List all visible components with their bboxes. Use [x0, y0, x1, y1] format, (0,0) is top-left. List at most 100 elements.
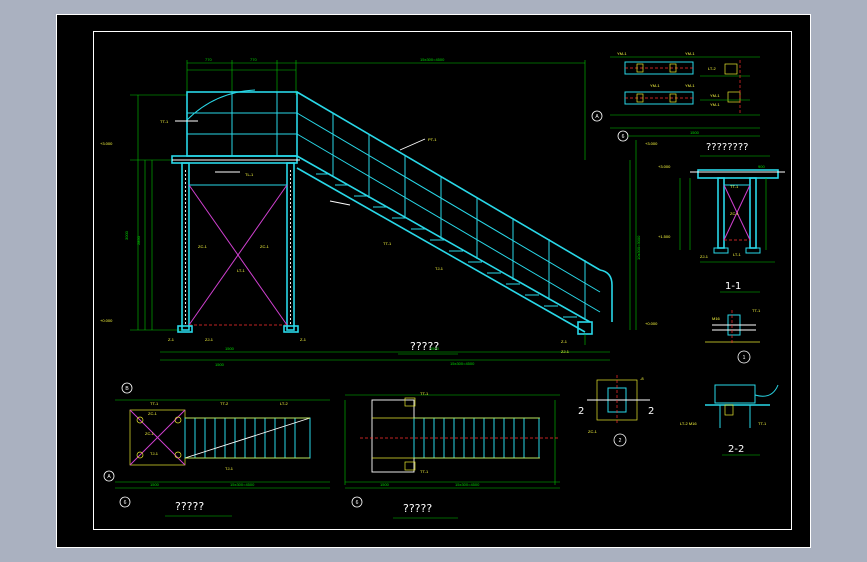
- axis-bubble-b-plan1: [121, 382, 133, 394]
- svg-text:A: A: [595, 114, 599, 120]
- svg-text:TT-1: TT-1: [420, 469, 429, 474]
- svg-text:15x300=4500: 15x300=4500: [450, 361, 475, 366]
- svg-text:2850: 2850: [136, 235, 141, 245]
- svg-text:ZJ-1: ZJ-1: [205, 337, 214, 342]
- svg-text:+3.000: +3.000: [658, 164, 671, 169]
- svg-text:4500: 4500: [430, 346, 440, 351]
- detail-2-bubble: [613, 433, 627, 447]
- svg-text:1500: 1500: [225, 346, 235, 351]
- svg-text:TT-1: TT-1: [160, 119, 169, 124]
- svg-text:Z-1: Z-1: [300, 337, 307, 342]
- svg-text:ZC-1: ZC-1: [145, 431, 155, 436]
- sheet-border: [56, 14, 811, 548]
- plan-view-2-title: ?????: [403, 502, 432, 515]
- main-elevation: 770 770 15x300=4500 +3.000 +0.000 3000 2…: [100, 57, 658, 367]
- svg-text:2: 2: [648, 406, 654, 417]
- stair-stringer-top: [296, 155, 591, 323]
- svg-text:YM-1: YM-1: [710, 102, 720, 107]
- svg-text:ZC-1: ZC-1: [588, 429, 598, 434]
- svg-text:TJ-1: TJ-1: [150, 451, 159, 456]
- svg-text:6: 6: [124, 500, 127, 506]
- svg-text:TT-1: TT-1: [420, 391, 429, 396]
- svg-text:6: 6: [356, 500, 359, 506]
- svg-text:6: 6: [622, 134, 625, 140]
- svg-text:2: 2: [578, 406, 584, 417]
- svg-text:YM-1: YM-1: [617, 51, 627, 56]
- svg-text:15x300=4500: 15x300=4500: [420, 57, 445, 62]
- svg-text:1: 1: [743, 355, 746, 361]
- axis-bubble-a-top: [591, 110, 603, 122]
- svg-text:TT-1: TT-1: [758, 421, 767, 426]
- section-1-1: ???????? +3.000 +1.500 900 TT-1 ZC-1 LT-…: [658, 142, 785, 293]
- svg-text:15x300=4500: 15x300=4500: [230, 482, 255, 487]
- svg-text:ZC-1: ZC-1: [198, 244, 208, 249]
- svg-text:Z-1: Z-1: [561, 339, 568, 344]
- axis-bubble-a-plan1: [103, 470, 115, 482]
- section-title: ????????: [706, 142, 748, 153]
- svg-text:+3.000: +3.000: [100, 141, 113, 146]
- svg-text:1500: 1500: [215, 362, 225, 367]
- section-2-2-label: 2-2: [728, 444, 744, 455]
- svg-text:3000: 3000: [124, 230, 129, 240]
- svg-text:TT-1: TT-1: [383, 241, 392, 246]
- svg-text:1500: 1500: [380, 482, 390, 487]
- svg-text:LT-1: LT-1: [237, 268, 245, 273]
- svg-text:TJ-1: TJ-1: [225, 466, 234, 471]
- svg-text:ZJ-1: ZJ-1: [700, 254, 709, 259]
- section-2-2: LT-2 M16 TT-1 2-2: [680, 384, 779, 456]
- svg-text:+1.500: +1.500: [658, 234, 671, 239]
- svg-text:LT-2 M16: LT-2 M16: [680, 421, 697, 426]
- svg-text:TT-2: TT-2: [220, 401, 229, 406]
- svg-text:YM-1: YM-1: [685, 83, 695, 88]
- svg-text:15x300=4500: 15x300=4500: [455, 482, 480, 487]
- section-1-1-label: 1-1: [725, 281, 741, 292]
- base-plate-left: [177, 325, 193, 333]
- svg-text:-8: -8: [640, 376, 644, 381]
- svg-text:+0.000: +0.000: [645, 321, 658, 326]
- stair-treads: [316, 173, 577, 318]
- svg-text:2: 2: [619, 438, 622, 444]
- drawing-sheet: [56, 14, 811, 548]
- svg-text:TT-1: TT-1: [752, 308, 761, 313]
- svg-text:ZC-1: ZC-1: [730, 211, 740, 216]
- svg-text:LT-2: LT-2: [708, 66, 716, 71]
- svg-text:1500: 1500: [690, 130, 700, 135]
- plan-view-1-title: ?????: [175, 500, 204, 513]
- svg-text:Z-1: Z-1: [168, 337, 175, 342]
- svg-text:900: 900: [758, 164, 765, 169]
- svg-text:770: 770: [250, 57, 257, 62]
- bracing-diagonal-2: [188, 184, 288, 326]
- svg-text:+3.000: +3.000: [645, 141, 658, 146]
- svg-text:ZJ-1: ZJ-1: [561, 349, 570, 354]
- svg-text:770: 770: [205, 57, 212, 62]
- svg-text:ZC-1: ZC-1: [260, 244, 270, 249]
- detail-1-bubble: [737, 350, 751, 364]
- svg-text:A: A: [107, 474, 111, 480]
- svg-text:1500: 1500: [150, 482, 160, 487]
- svg-text:YM-1: YM-1: [650, 83, 660, 88]
- svg-text:TJ-1: TJ-1: [435, 266, 444, 271]
- main-elevation-title: ?????: [410, 340, 439, 353]
- svg-text:10x300=3000: 10x300=3000: [636, 235, 641, 260]
- stair-stringer-bottom: [296, 167, 586, 333]
- svg-text:M16: M16: [712, 316, 721, 321]
- svg-text:YM-1: YM-1: [685, 51, 695, 56]
- base-plate-right: [283, 325, 299, 333]
- detail-2: 2 2 ZC-1 -8 2: [578, 375, 654, 447]
- axis-bubble-c-plan2: [351, 496, 363, 508]
- top-plan-detail: YM-1 YM-1 LT-2 YM-1 YM-1 YM-1 YM-1 A 6 1…: [591, 51, 760, 142]
- svg-text:+0.000: +0.000: [100, 318, 113, 323]
- detail-1: TT-1 M16 1: [705, 308, 761, 364]
- svg-text:LT-1: LT-1: [733, 252, 741, 257]
- plan-view-1: TT-1 ZC-1 ZC-1 TT-2 LT-2 TJ-1 TJ-1 15x30…: [103, 382, 330, 517]
- svg-text:LT-2: LT-2: [280, 401, 288, 406]
- title-frame: [93, 31, 792, 530]
- svg-text:TL-1: TL-1: [245, 172, 254, 177]
- plan-view-2: TT-1 TT-1 15x300=4500 1500 6 ?????: [344, 391, 560, 519]
- axis-bubble-c-plan1: [119, 496, 131, 508]
- svg-text:TT-1: TT-1: [150, 401, 159, 406]
- svg-text:ZC-1: ZC-1: [148, 411, 158, 416]
- column-left: [181, 162, 190, 331]
- column-right: [286, 162, 295, 331]
